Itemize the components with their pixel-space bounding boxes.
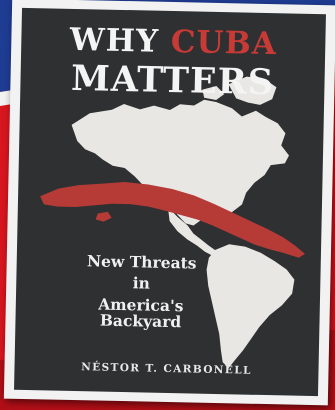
cuba-shape (40, 182, 305, 258)
americas-map (40, 76, 305, 369)
title-line-2: MATTERS (70, 57, 275, 104)
north-america-shape (71, 99, 290, 226)
subtitle-line-3: America's Backyard (97, 294, 184, 331)
title-line-1: WHY CUBA (21, 21, 326, 63)
book: WHY CUBA MATTERS New Threats in America'… (3, 0, 335, 406)
title-word-cuba: CUBA (170, 23, 278, 63)
central-america-shape (167, 206, 216, 256)
book-cover: WHY CUBA MATTERS New Threats in America'… (14, 7, 326, 397)
arctic-island-shape (202, 85, 225, 100)
isla-de-la-juventud-shape (95, 211, 112, 222)
greenland-shape (228, 76, 277, 105)
title-word-why: WHY (69, 21, 160, 60)
south-america-shape (206, 244, 295, 369)
